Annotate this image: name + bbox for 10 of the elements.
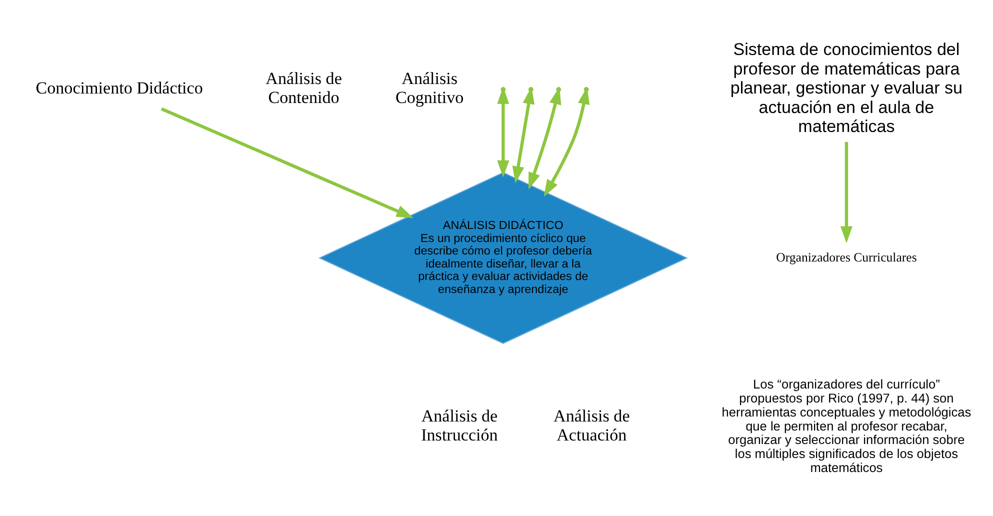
node-text: Conocimiento Didáctico (36, 78, 203, 98)
node-text: Análisis Cognitivo (395, 68, 464, 107)
node-text: Análisis de Contenido (266, 68, 342, 107)
node-text: Análisis de Actuación (554, 406, 630, 444)
node-text: Organizadores Curriculares (776, 250, 917, 264)
arrow (840, 141, 852, 243)
label: Los “organizadores del currículo” propuestos por Rico (1997, p. 44) son herramientas conceptuales y metodológicas que le permiten al profesor recabar, organizar y seleccionar información sobre los múltiples significados de los objetos matemáticos (722, 376, 972, 474)
node-text: Sistema de conocimientos del profesor de matemáticas para planear, gestionar y evaluar su actuación en el aula de matemáticas (730, 40, 963, 136)
node-text: Análisis de Instrucción (421, 406, 498, 444)
arrow (160, 106, 414, 218)
